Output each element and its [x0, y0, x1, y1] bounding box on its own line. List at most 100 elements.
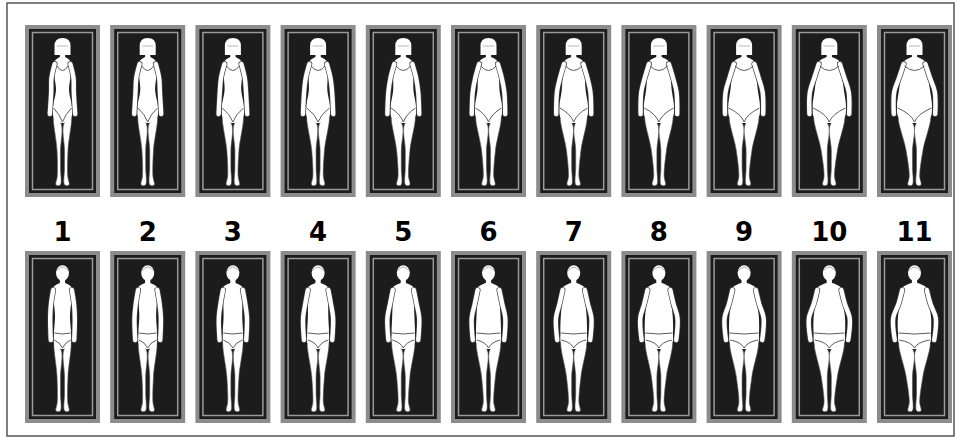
hair-bob [395, 38, 411, 55]
arm-outline [927, 290, 936, 340]
neckline [566, 66, 582, 71]
fringe-line [653, 46, 664, 47]
panel-inner-line [459, 259, 519, 416]
hair-line [142, 267, 154, 271]
head-shape [738, 265, 751, 281]
silhouette-panel [621, 251, 696, 423]
silhouette-panel [366, 25, 441, 197]
silhouette-panel [707, 251, 782, 423]
leg-opening-line [392, 340, 414, 348]
arm-outline [670, 290, 677, 340]
arm-shape [241, 64, 247, 114]
leg-shape [574, 342, 587, 412]
leg-opening-line [898, 108, 932, 122]
silhouette-panel [536, 25, 611, 197]
arm-outline [472, 290, 478, 340]
arm-outline [70, 64, 75, 114]
arm-outline [219, 290, 223, 340]
fringe-line [227, 46, 238, 47]
waistband-line [814, 333, 844, 334]
scale-number: 7 [565, 217, 583, 247]
leg-shape [233, 116, 243, 186]
swimsuit-lines [391, 66, 415, 122]
arm-shape [219, 64, 225, 114]
fringe-line [739, 46, 750, 47]
arm-outline [724, 290, 732, 340]
leg-shape [391, 116, 403, 186]
arm-shape [70, 64, 75, 114]
silhouette-panel [536, 251, 611, 423]
swimsuit-lines [644, 66, 673, 122]
leg-shape [223, 342, 233, 412]
body-silhouette [387, 38, 419, 186]
arm-outline [669, 64, 677, 114]
body-silhouette [219, 265, 247, 411]
panel-inner-line [33, 33, 93, 190]
leg-opening-line [222, 108, 243, 122]
briefs-lines [54, 333, 71, 348]
briefs-lines [223, 333, 242, 348]
head-shape [567, 265, 580, 281]
arm-shape [499, 290, 505, 340]
swimsuit-lines [222, 66, 243, 122]
leg-shape [307, 116, 318, 186]
arm-shape [243, 290, 247, 340]
leg-shape [318, 116, 329, 186]
arm-outline [893, 290, 902, 340]
hair-line [57, 267, 69, 271]
panel-ground [796, 29, 863, 193]
arm-outline [756, 290, 764, 340]
panel-frame [707, 25, 782, 197]
arm-shape [303, 290, 308, 340]
leg-opening-line [307, 108, 330, 122]
panel-ground [370, 29, 437, 193]
panel-inner-line [799, 33, 859, 190]
head-shape [141, 265, 154, 281]
arm-shape [387, 290, 392, 340]
panel-frame [792, 251, 867, 423]
leg-shape [574, 116, 587, 186]
arm-shape [472, 290, 478, 340]
body-silhouette [724, 265, 763, 411]
leg-opening-line [476, 108, 502, 122]
arm-shape [556, 64, 564, 114]
waistband-line [730, 333, 759, 334]
body-silhouette [303, 38, 333, 186]
arm-outline [328, 290, 333, 340]
waistband-line [139, 333, 157, 334]
neckline [57, 66, 68, 71]
hair-line [823, 267, 835, 271]
arm-outline [414, 290, 419, 340]
leg-shape [645, 116, 659, 186]
panel-ground [370, 255, 437, 419]
panel-inner-line [203, 33, 263, 190]
arm-shape [585, 290, 592, 340]
panel-frame [366, 251, 441, 423]
body-silhouette [725, 38, 763, 186]
arm-outline [50, 64, 55, 114]
panel-inner-line [33, 259, 93, 416]
silhouette-panel [792, 25, 867, 197]
silhouette-panel [110, 25, 185, 197]
hair-bob [566, 38, 582, 55]
panel-inner-line [459, 33, 519, 190]
leg-shape [138, 116, 147, 186]
leg-opening-line [54, 108, 72, 122]
leg-shape [814, 342, 829, 412]
panel-inner-line [629, 259, 689, 416]
arm-shape [156, 64, 161, 114]
leg-shape [560, 116, 573, 186]
panel-frame [877, 25, 952, 197]
arm-outline [412, 64, 419, 114]
arm-outline [840, 64, 850, 114]
hair-bob [310, 38, 326, 55]
panel-ground [625, 255, 692, 419]
arm-shape [893, 290, 902, 340]
leg-shape [561, 342, 574, 412]
leg-shape [148, 342, 157, 412]
swimsuit-lines [813, 66, 845, 122]
head-shape [312, 265, 325, 281]
leg-shape [814, 116, 829, 186]
arm-shape [809, 290, 818, 340]
leg-shape [63, 342, 71, 412]
